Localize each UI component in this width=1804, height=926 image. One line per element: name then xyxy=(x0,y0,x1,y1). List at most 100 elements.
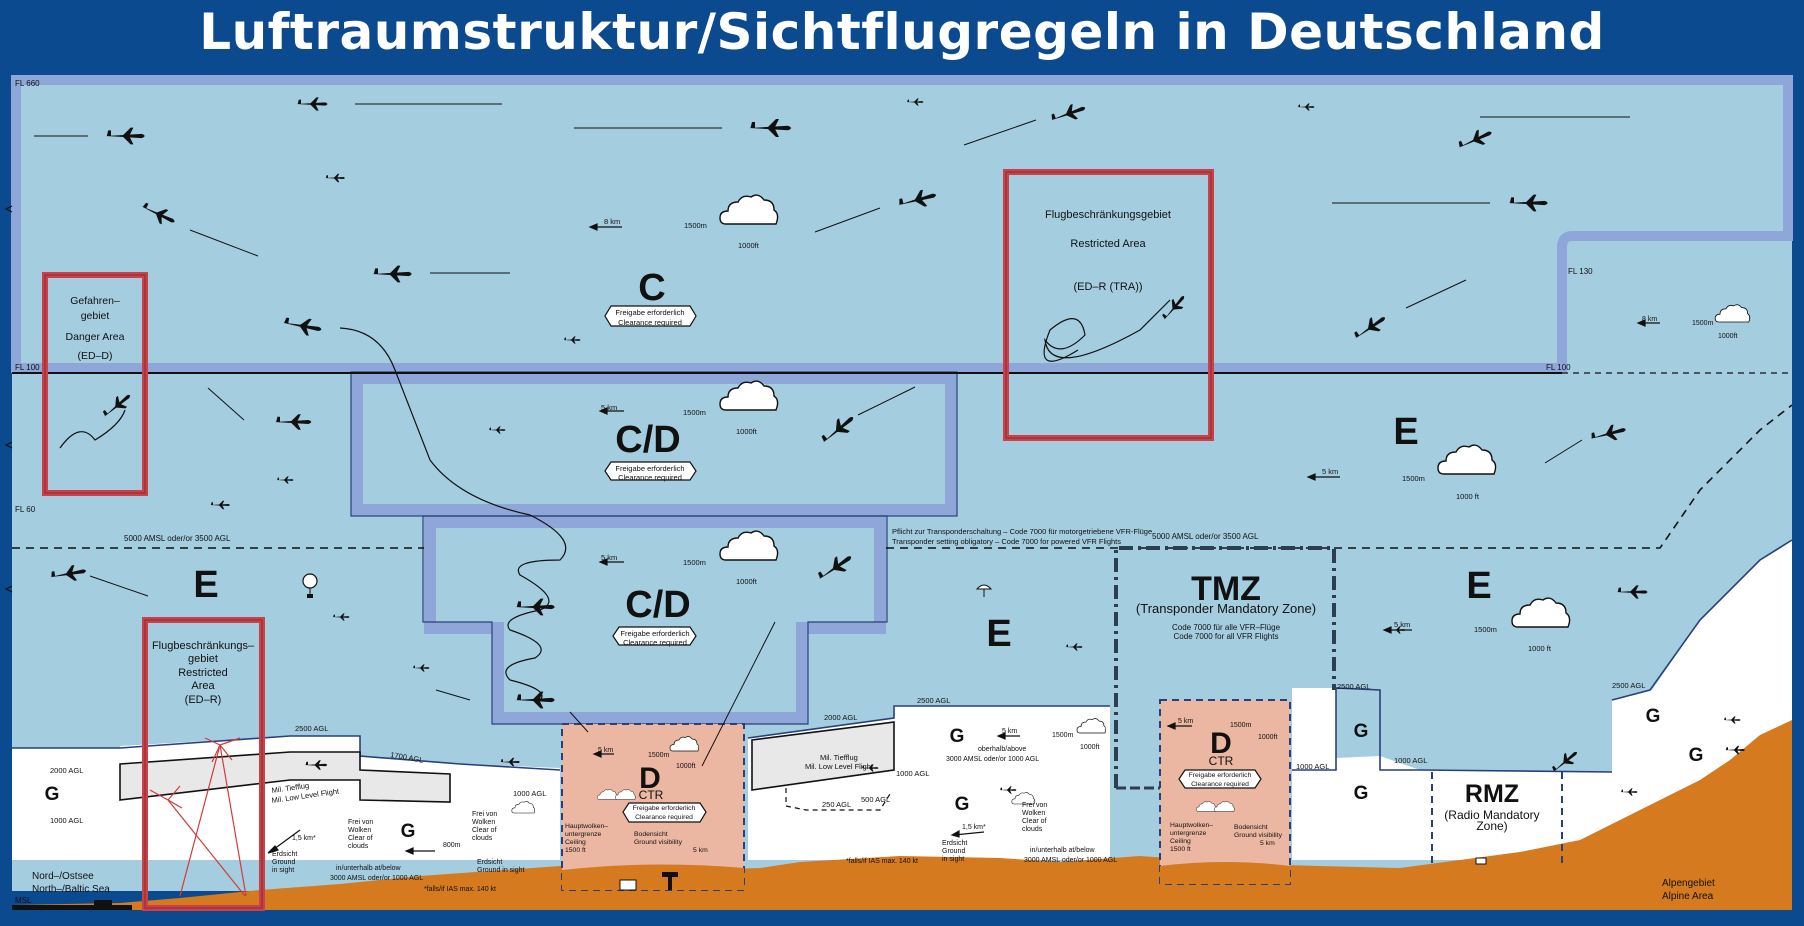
svg-text:8 km: 8 km xyxy=(604,217,620,226)
clearance-boxes xyxy=(604,305,1262,823)
svg-text:clouds: clouds xyxy=(348,843,369,850)
svg-text:500 AGL: 500 AGL xyxy=(861,795,890,804)
svg-text:1,5 km*: 1,5 km* xyxy=(962,824,986,831)
svg-text:(Radio Mandatory: (Radio Mandatory xyxy=(1444,808,1539,822)
svg-text:5 km: 5 km xyxy=(1178,718,1193,725)
amsl-5000-line xyxy=(12,404,1793,549)
sea-de: Nord–/Ostsee xyxy=(32,871,94,882)
svg-text:CTR: CTR xyxy=(639,788,664,802)
svg-text:Erdsicht: Erdsicht xyxy=(477,859,502,866)
flight-level-labels: FL 660 FL 130 FL 100 FL 100 FL 60 MSL xyxy=(15,79,1593,905)
svg-text:3000 AMSL oder/or 1000 AGL: 3000 AMSL oder/or 1000 AGL xyxy=(1024,857,1117,864)
svg-text:E: E xyxy=(1466,565,1491,607)
transponder-en: Transponder setting obligatory – Code 70… xyxy=(892,537,1121,546)
svg-text:Ground visibility: Ground visibility xyxy=(634,839,683,846)
svg-text:Erdsicht: Erdsicht xyxy=(272,851,297,858)
svg-text:Zone): Zone) xyxy=(1476,819,1507,833)
svg-text:1500m: 1500m xyxy=(1474,625,1497,634)
svg-text:untergrenze: untergrenze xyxy=(565,831,601,838)
svg-text:1000ft: 1000ft xyxy=(736,577,758,586)
svg-text:5 km: 5 km xyxy=(601,553,617,562)
svg-text:Clearance required: Clearance required xyxy=(623,638,687,647)
svg-text:Flugbeschränkungs–: Flugbeschränkungs– xyxy=(152,640,255,652)
svg-text:1500m: 1500m xyxy=(1230,722,1252,729)
svg-text:Freigabe erforderlich: Freigabe erforderlich xyxy=(633,805,696,812)
svg-text:Hauptwolken–: Hauptwolken– xyxy=(1170,822,1213,829)
svg-text:1000 AGL: 1000 AGL xyxy=(896,769,929,778)
svg-text:Clear of: Clear of xyxy=(1022,818,1047,825)
svg-text:Clearance required: Clearance required xyxy=(618,473,682,482)
ground-terrain xyxy=(12,720,1792,910)
svg-text:Ceiling: Ceiling xyxy=(1170,838,1191,845)
fl100-left-label: FL 100 xyxy=(15,363,40,372)
ctr-right-block: D CTR 5 km 1500m 1000ft Freigabe erforde… xyxy=(1170,718,1283,853)
svg-text:Ground: Ground xyxy=(272,859,295,866)
class-c-band xyxy=(11,75,1793,373)
fl660-label: FL 660 xyxy=(15,79,40,88)
svg-text:clouds: clouds xyxy=(1022,826,1043,833)
class-e-upper-right: E 5 km 1500m 1000 ft xyxy=(1322,411,1480,501)
svg-text:2000 AGL: 2000 AGL xyxy=(824,713,857,722)
danger-area-text: Gefahren– gebiet Danger Area (ED–D) xyxy=(66,295,125,362)
svg-text:250 AGL: 250 AGL xyxy=(822,800,851,809)
svg-text:1000 ft: 1000 ft xyxy=(1456,492,1480,501)
svg-text:Freigabe erforderlich: Freigabe erforderlich xyxy=(615,464,684,473)
amsl-left-label: 5000 AMSL oder/or 3500 AGL xyxy=(124,534,231,543)
restricted-rays xyxy=(149,737,247,897)
svg-text:Wolken: Wolken xyxy=(1022,810,1045,817)
svg-text:(ED–D): (ED–D) xyxy=(77,350,112,362)
svg-text:E: E xyxy=(1393,411,1418,453)
svg-text:1500m: 1500m xyxy=(684,221,707,230)
svg-text:Freigabe erforderlich: Freigabe erforderlich xyxy=(620,629,689,638)
svg-text:800m: 800m xyxy=(443,842,461,849)
right-c-segment: 8 km 1500m 1000ft xyxy=(1642,316,1738,340)
svg-text:5 km: 5 km xyxy=(693,847,708,854)
svg-text:1,5 km*: 1,5 km* xyxy=(292,835,316,842)
svg-text:1500m: 1500m xyxy=(683,408,706,417)
svg-text:G: G xyxy=(1689,745,1704,766)
cd-upper-box xyxy=(351,372,957,516)
class-cd-upper-block: C/D Freigabe erforderlich Clearance requ… xyxy=(601,403,758,482)
svg-text:Gefahren–: Gefahren– xyxy=(70,295,120,307)
svg-text:5 km: 5 km xyxy=(601,403,617,412)
svg-text:D: D xyxy=(639,762,661,795)
svg-text:1000 AGL: 1000 AGL xyxy=(1394,756,1427,765)
svg-text:(ED–R): (ED–R) xyxy=(185,694,222,706)
svg-text:5 km: 5 km xyxy=(1002,728,1017,735)
svg-text:Clear of: Clear of xyxy=(472,827,497,834)
svg-text:1500 ft: 1500 ft xyxy=(1170,846,1191,853)
svg-text:Frei von: Frei von xyxy=(472,811,497,818)
svg-text:clouds: clouds xyxy=(472,835,493,842)
svg-text:*falls/if IAS max. 140 kt: *falls/if IAS max. 140 kt xyxy=(846,858,918,865)
svg-text:1000 AGL: 1000 AGL xyxy=(513,789,546,798)
svg-text:5 km: 5 km xyxy=(598,747,613,754)
svg-text:Frei von: Frei von xyxy=(1022,802,1047,809)
tmz-block: TMZ (Transponder Mandatory Zone) Code 70… xyxy=(1136,570,1316,641)
svg-text:1000ft: 1000ft xyxy=(738,241,760,250)
g-left-text: 1,5 km* Frei von Wolken Clear of clouds … xyxy=(272,811,525,893)
ctr-right xyxy=(1159,699,1291,885)
svg-text:Bodensicht: Bodensicht xyxy=(1234,824,1268,831)
svg-text:Erdsicht: Erdsicht xyxy=(942,840,967,847)
svg-text:2500 AGL: 2500 AGL xyxy=(1612,681,1645,690)
svg-text:1000ft: 1000ft xyxy=(1080,744,1100,751)
svg-text:1500m: 1500m xyxy=(683,558,706,567)
svg-text:untergrenze: untergrenze xyxy=(1170,830,1206,837)
class-cd-lower-block: C/D Freigabe erforderlich Clearance requ… xyxy=(601,553,758,647)
tmz-boundary xyxy=(1114,546,1336,788)
low-flight-band xyxy=(119,751,451,803)
svg-text:1500m: 1500m xyxy=(1052,732,1074,739)
svg-text:in sight: in sight xyxy=(942,856,964,863)
svg-text:G: G xyxy=(1354,783,1369,804)
svg-text:2000 AGL: 2000 AGL xyxy=(50,766,83,775)
amsl-right-label: 5000 AMSL oder/or 3500 AGL xyxy=(1152,532,1259,541)
svg-text:1000 ft: 1000 ft xyxy=(1528,644,1552,653)
rmz-block: RMZ (Radio Mandatory Zone) xyxy=(1444,780,1539,833)
svg-text:Bodensicht: Bodensicht xyxy=(634,831,668,838)
svg-text:Mil. Tiefflug: Mil. Tiefflug xyxy=(820,753,858,762)
svg-text:8 km: 8 km xyxy=(1642,316,1657,323)
svg-text:Clearance required: Clearance required xyxy=(618,318,682,327)
svg-text:RMZ: RMZ xyxy=(1465,780,1519,808)
svg-text:gebiet: gebiet xyxy=(81,310,110,322)
svg-text:Flugbeschränkungsgebiet: Flugbeschränkungsgebiet xyxy=(1045,209,1171,221)
